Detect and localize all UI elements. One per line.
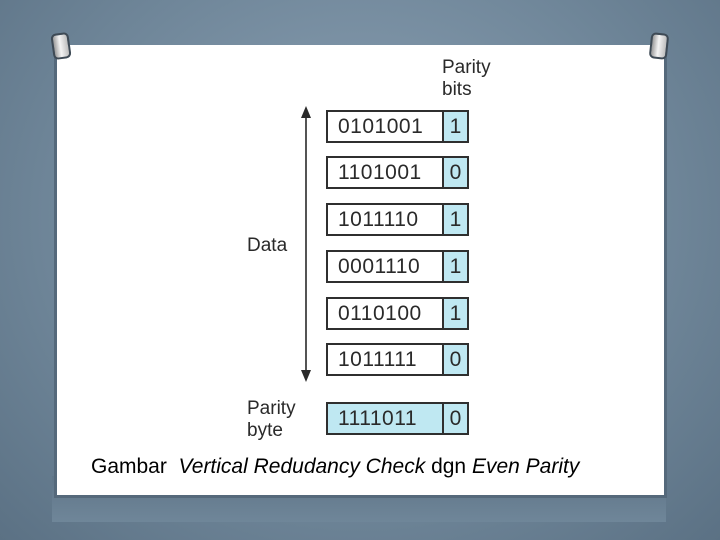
parity-byte-parity-bit: 0 [442,404,467,433]
data-bits: 1011111 [328,345,442,374]
parity-bits-header-line2: bits [442,79,472,100]
parity-bit: 0 [442,345,467,374]
caption-part2: Vertical Redudancy Check [178,455,426,478]
data-bits: 0001110 [328,252,442,281]
parity-bit: 1 [442,112,467,141]
parity-byte-label: Parity byte [247,398,296,442]
data-bits: 0110100 [328,299,442,328]
parity-byte-bits: 1111011 [328,404,442,433]
data-row: 0110100 1 [326,297,469,330]
parity-bit: 1 [442,205,467,234]
data-row: 0001110 1 [326,250,469,283]
parity-bits-header-line1: Parity [442,57,491,78]
parity-bits-header: Parity bits [442,57,491,101]
data-row: 1101001 0 [326,156,469,189]
parity-byte-label-line1: Parity [247,398,296,419]
data-range-arrow-icon [301,106,311,382]
data-row: 1011110 1 [326,203,469,236]
parity-bit: 0 [442,158,467,187]
data-row: 1011111 0 [326,343,469,376]
caption-part1: Gambar [91,455,167,478]
data-row: 0101001 1 [326,110,469,143]
data-bits: 1101001 [328,158,442,187]
data-bits: 0101001 [328,112,442,141]
parity-byte-label-line2: byte [247,420,283,441]
data-bits: 1011110 [328,205,442,234]
parity-byte-row: 1111011 0 [326,402,469,435]
figure-caption: Gambar Vertical Redudancy Check dgn Even… [91,455,579,479]
caption-part3: dgn [431,455,467,478]
caption-part4: Even Parity [471,455,580,478]
data-label: Data [247,235,288,256]
parity-bit: 1 [442,299,467,328]
parity-bit: 1 [442,252,467,281]
